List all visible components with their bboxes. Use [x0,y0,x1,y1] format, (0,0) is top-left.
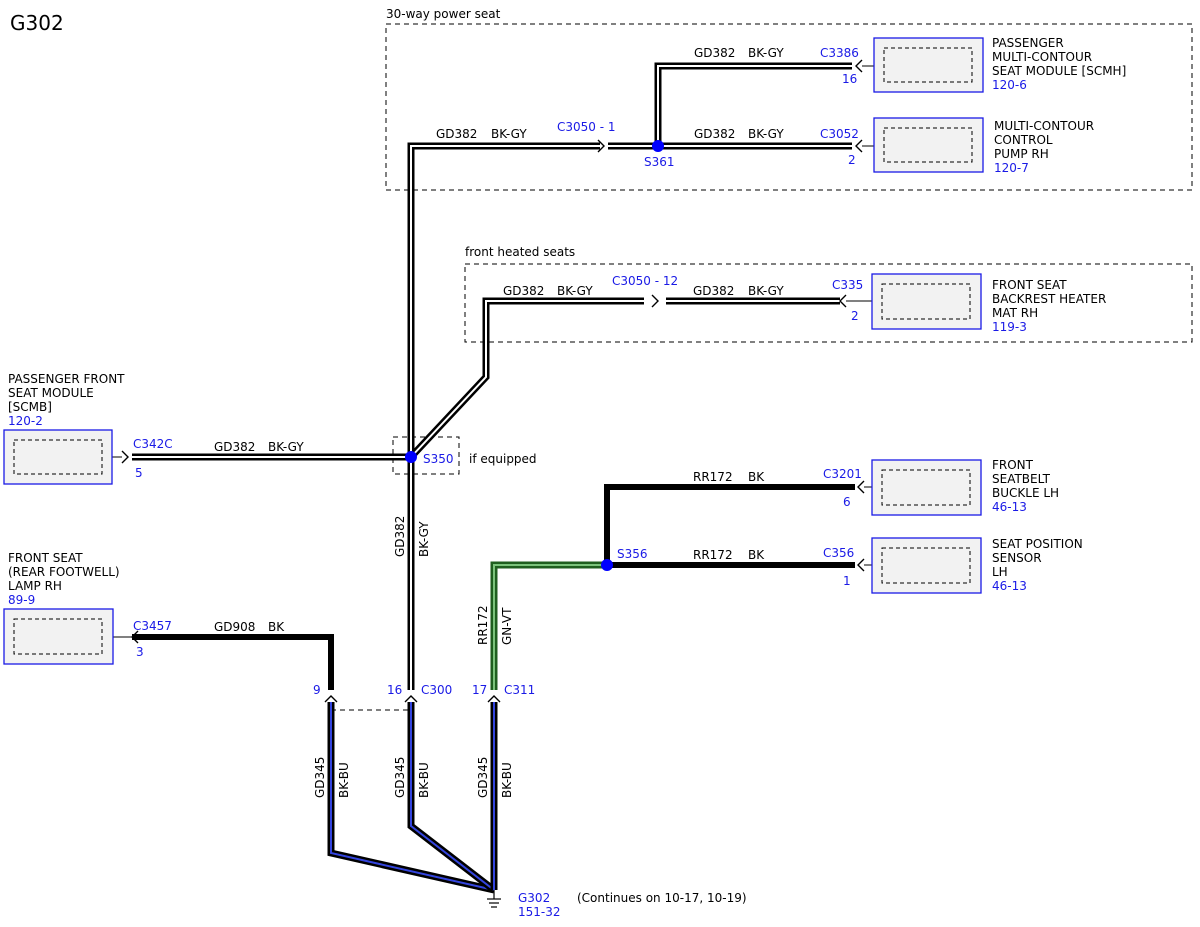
wire-label-bk-gy: BK-GY [268,440,304,454]
ground-icon [487,890,501,908]
component-buckle [871,459,982,516]
power-seat-group [385,23,1193,191]
connector-leads [100,65,884,638]
c335-pin: 2 [851,309,859,323]
wire-label-gd382: GD382 [503,284,544,298]
c3457-pin: 3 [136,645,144,659]
pump-label: MULTI-CONTOUR CONTROL PUMP RH 120-7 [994,119,1098,175]
if-equipped-region [392,436,460,475]
wire-label-gd382-vertical: GD382 [393,516,407,557]
wire-label-gd345-vertical: GD345 [313,757,327,798]
c3201-pin: 6 [843,495,851,509]
wire-label-bk: BK [748,548,765,562]
wire-label-bk-gy: BK-GY [748,127,784,141]
c3050-12-label: C3050 - 12 [612,274,678,288]
gd345-ground-wires [327,702,498,894]
connector-arrows [121,59,865,703]
c3386-pin: 16 [842,72,857,86]
component-position [871,537,982,594]
component-lamp [3,608,114,665]
wire-label-bk-gy-vertical: BK-GY [417,521,431,557]
c311-pin: 17 [472,683,487,697]
s350-label: S350 [423,452,454,466]
c3052-pin: 2 [848,153,856,167]
splice-s350-dot [405,451,417,463]
component-scmb [3,429,113,485]
wire-label-gd382: GD382 [694,127,735,141]
wire-label-bk-bu-vertical: BK-BU [417,762,431,798]
power-seat-group-label: 30-way power seat [386,7,501,21]
continues-note: (Continues on 10-17, 10-19) [577,891,747,905]
c356-pin: 1 [843,574,851,588]
c3050-1-label: C3050 - 1 [557,120,616,134]
c3052-name: C3052 [820,127,859,141]
heater-label: FRONT SEAT BACKREST HEATER MAT RH 119-3 [992,278,1110,334]
ground-ref: 151-32 [518,905,561,919]
if-equipped-note: if equipped [469,452,537,466]
ground-name: G302 [518,891,550,905]
wire-label-rr172: RR172 [693,548,733,562]
wire-label-bk-bu-vertical: BK-BU [337,762,351,798]
gd908-wire [132,634,334,690]
wire-label-gd345-vertical: GD345 [476,757,490,798]
wire-label-bk-gy: BK-GY [748,284,784,298]
scmb-label: PASSENGER FRONT SEAT MODULE [SCMB] 120-2 [8,372,128,428]
lamp-ground-pin: 9 [313,683,321,697]
heated-seats-group [464,263,1193,343]
diagram-title: G302 [10,11,64,35]
wire-label-gd382: GD382 [436,127,477,141]
component-scmh [873,37,984,93]
s356-label: S356 [617,547,648,561]
wire-label-gn-vt-vertical: GN-VT [500,607,514,645]
s361-label: S361 [644,155,675,169]
component-pump [873,117,984,173]
wire-label-bk-bu-vertical: BK-BU [500,762,514,798]
rr172-wire-network [604,484,855,568]
wire-label-gd382: GD382 [694,46,735,60]
c342c-pin: 5 [135,466,143,480]
splice-s361-dot [652,140,664,152]
c311-name: C311 [504,683,535,697]
wire-label-bk: BK [268,620,285,634]
wire-label-gd908: GD908 [214,620,255,634]
c300-pin: 16 [387,683,402,697]
wire-label-bk-gy: BK-GY [491,127,527,141]
c342c-name: C342C [133,437,173,451]
wire-label-rr172: RR172 [693,470,733,484]
position-label: SEAT POSITION SENSOR LH 46-13 [992,537,1087,593]
splice-s356-dot [601,559,613,571]
wire-label-bk: BK [748,470,765,484]
c335-name: C335 [832,278,863,292]
wire-label-bk-gy: BK-GY [748,46,784,60]
wire-label-rr172-vertical: RR172 [476,605,490,645]
c356-name: C356 [823,546,854,560]
lamp-label: FRONT SEAT (REAR FOOTWELL) LAMP RH 89-9 [8,551,123,607]
buckle-label: FRONT SEATBELT BUCKLE LH 46-13 [992,458,1063,514]
c300-name: C300 [421,683,452,697]
c3386-name: C3386 [820,46,859,60]
wire-label-gd345-vertical: GD345 [393,757,407,798]
wire-label-gd382: GD382 [693,284,734,298]
rr172-green-wire [490,561,607,690]
wire-label-gd382: GD382 [214,440,255,454]
wire-label-bk-gy: BK-GY [557,284,593,298]
scmh-label: PASSENGER MULTI-CONTOUR SEAT MODULE [SCM… [992,36,1130,92]
c3457-name: C3457 [133,619,172,633]
heated-seats-group-label: front heated seats [465,245,575,259]
c3201-name: C3201 [823,467,862,481]
gd382-wire-network [132,62,852,690]
component-heater [871,273,982,330]
